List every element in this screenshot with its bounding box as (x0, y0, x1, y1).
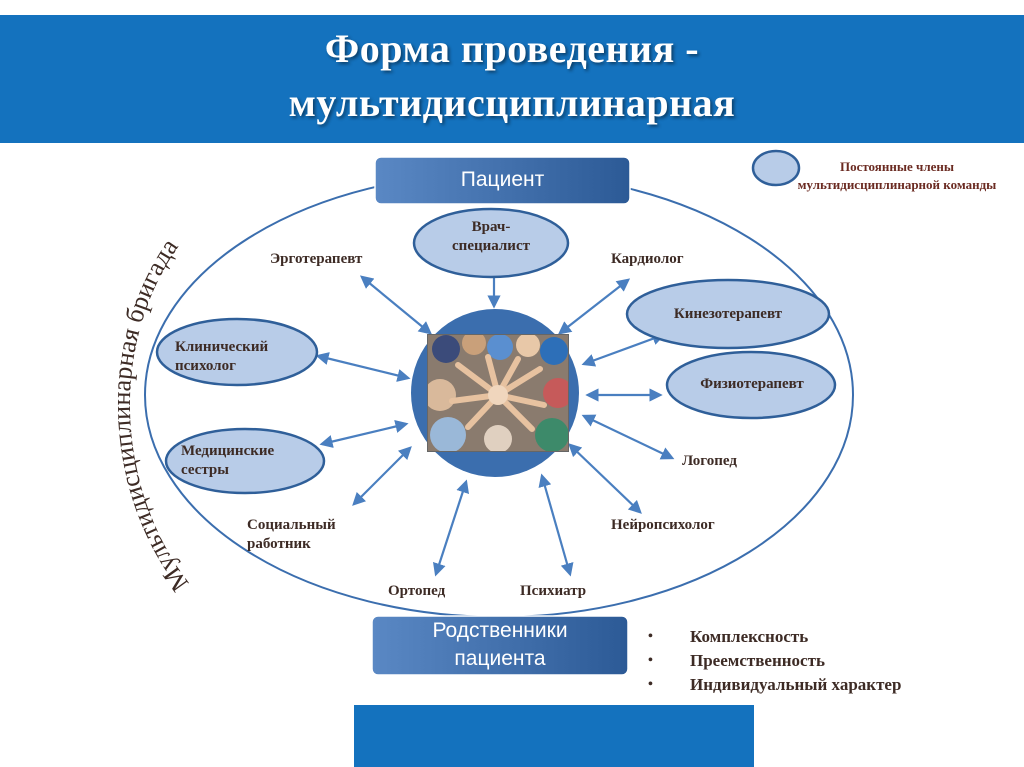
principle-item: • Преемственность (648, 649, 901, 673)
social-line-1: Социальный (247, 517, 336, 533)
arrow-kinesio (581, 332, 666, 367)
kinesio-label: Кинезотерапевт (673, 306, 783, 322)
principle-text: Комплексность (690, 627, 809, 646)
patient-label: Пациент (460, 168, 545, 191)
psychologist-line-2: психолог (175, 358, 236, 374)
logoped-label: Логопед (682, 453, 737, 469)
bullet-icon: • (648, 677, 653, 692)
physio-ellipse (665, 350, 837, 420)
psychologist-ellipse (155, 317, 319, 387)
arrow-nurses (319, 420, 409, 448)
nurses-ellipse (164, 427, 326, 495)
title-line-2: мультидисциплинарная (288, 80, 736, 125)
principle-item: • Комплексность (648, 625, 901, 649)
arrow-ergo (359, 275, 433, 335)
arrow-psychiatrist (538, 473, 574, 577)
arrow-neuro (568, 443, 642, 514)
doctor-line-1: Врач- (471, 219, 511, 235)
neuro-label: Нейропсихолог (611, 517, 715, 533)
nurses-line-2: сестры (181, 462, 229, 478)
principle-item: • Индивидуальный характер (648, 673, 901, 697)
psychiatrist-label: Психиатр (520, 583, 587, 599)
social-label: Социальный работник (247, 516, 336, 554)
principle-text: Преемственность (690, 651, 825, 670)
nurses-label: Медицинские сестры (181, 442, 274, 480)
legend-ellipse (751, 149, 801, 187)
cardio-label: Кардиолог (611, 251, 684, 267)
psychologist-line-1: Клинический (175, 339, 269, 355)
bullet-icon: • (648, 653, 653, 668)
team-arc-label: Мультидисциплинарная бригада (107, 233, 194, 597)
team-hands-photo (427, 334, 569, 452)
social-line-2: работник (247, 536, 311, 552)
relatives-box (371, 615, 629, 676)
arrow-cardio (557, 278, 631, 335)
kinesio-ellipse (625, 278, 831, 350)
doctor-label: Врач- специалист (431, 218, 551, 256)
patient-box (374, 156, 631, 205)
title-banner (0, 15, 1024, 143)
ergo-label: Эрготерапевт (270, 251, 363, 267)
arrow-psychologist (315, 352, 411, 382)
doctor-ellipse (412, 207, 570, 279)
bottom-bar (354, 705, 754, 767)
title-line-1: Форма проведения - (324, 26, 700, 71)
principles-list: • Комплексность • Преемственность • Индивид… (648, 625, 901, 697)
relatives-line-1: Родственники (432, 619, 568, 642)
principle-text: Индивидуальный характер (690, 675, 902, 694)
page-title: Форма проведения - мультидисциплинарная (0, 22, 1024, 130)
relatives-line-2: пациента (454, 647, 546, 670)
doctor-line-2: специалист (452, 238, 530, 254)
relatives-label: Родственники пациента (372, 617, 628, 673)
legend-text: Постоянные члены мультидисциплинарной ко… (797, 159, 997, 192)
ortho-label: Ортопед (388, 583, 446, 599)
arrow-social (352, 446, 412, 506)
arrow-logoped (581, 414, 675, 460)
arrow-ortho (432, 479, 470, 577)
bullet-icon: • (648, 629, 653, 644)
physio-label: Физиотерапевт (700, 376, 804, 392)
nurses-line-1: Медицинские (181, 443, 275, 459)
psychologist-label: Клинический психолог (175, 338, 268, 376)
